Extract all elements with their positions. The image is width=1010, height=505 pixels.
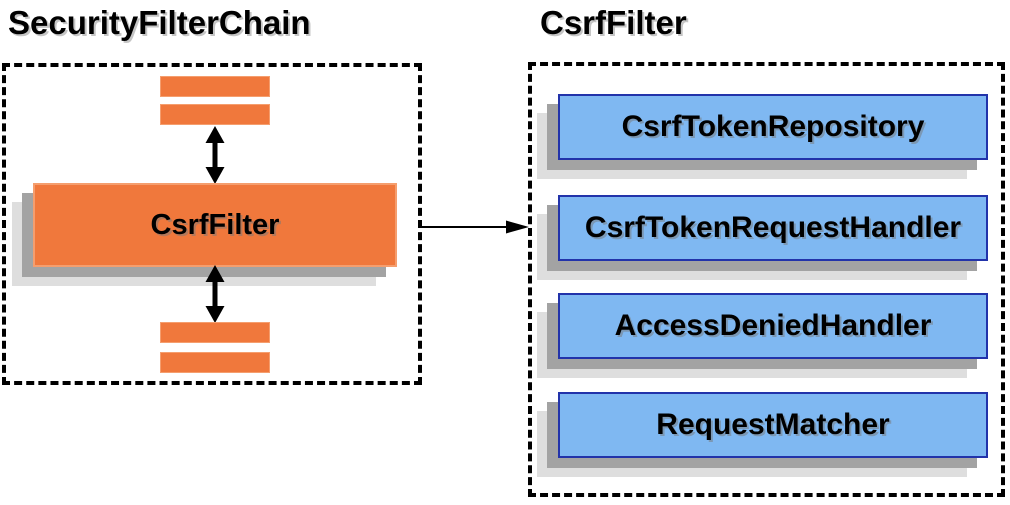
- filter-placeholder-bar: [160, 352, 270, 373]
- component-card-label: CsrfTokenRequestHandler: [584, 211, 962, 244]
- filter-placeholder-bar: [160, 322, 270, 343]
- csrf-filter-card: CsrfFilter: [33, 183, 397, 267]
- csrf-filter-title: CsrfFilter: [540, 4, 687, 41]
- security-filter-chain-container: [2, 63, 422, 385]
- request-matcher-card: RequestMatcher: [558, 392, 988, 458]
- filter-placeholder-bar: [160, 104, 270, 125]
- access-denied-handler-card: AccessDeniedHandler: [558, 293, 988, 359]
- csrf-filter-card-group: CsrfFilter: [12, 183, 397, 286]
- component-card-label: RequestMatcher: [656, 408, 890, 441]
- component-card-group: AccessDeniedHandler: [537, 293, 988, 378]
- bidirectional-arrow-icon: [203, 265, 227, 323]
- bidirectional-arrow-icon: [203, 126, 227, 184]
- component-card-label: CsrfTokenRepository: [621, 110, 925, 143]
- csrf-token-repository-card: CsrfTokenRepository: [558, 94, 988, 160]
- csrf-filter-card-label: CsrfFilter: [150, 208, 280, 241]
- filter-placeholder-bar: [160, 76, 270, 97]
- csrf-token-request-handler-card: CsrfTokenRequestHandler: [558, 195, 988, 261]
- csrf-filter-components-container: [528, 62, 1005, 497]
- component-card-group: CsrfTokenRepository: [537, 94, 988, 179]
- component-card-group: CsrfTokenRequestHandler: [537, 195, 988, 280]
- flow-arrow-icon: [422, 219, 529, 235]
- component-card-label: AccessDeniedHandler: [614, 309, 932, 342]
- component-card-group: RequestMatcher: [537, 392, 988, 477]
- security-filter-chain-title: SecurityFilterChain: [8, 4, 311, 41]
